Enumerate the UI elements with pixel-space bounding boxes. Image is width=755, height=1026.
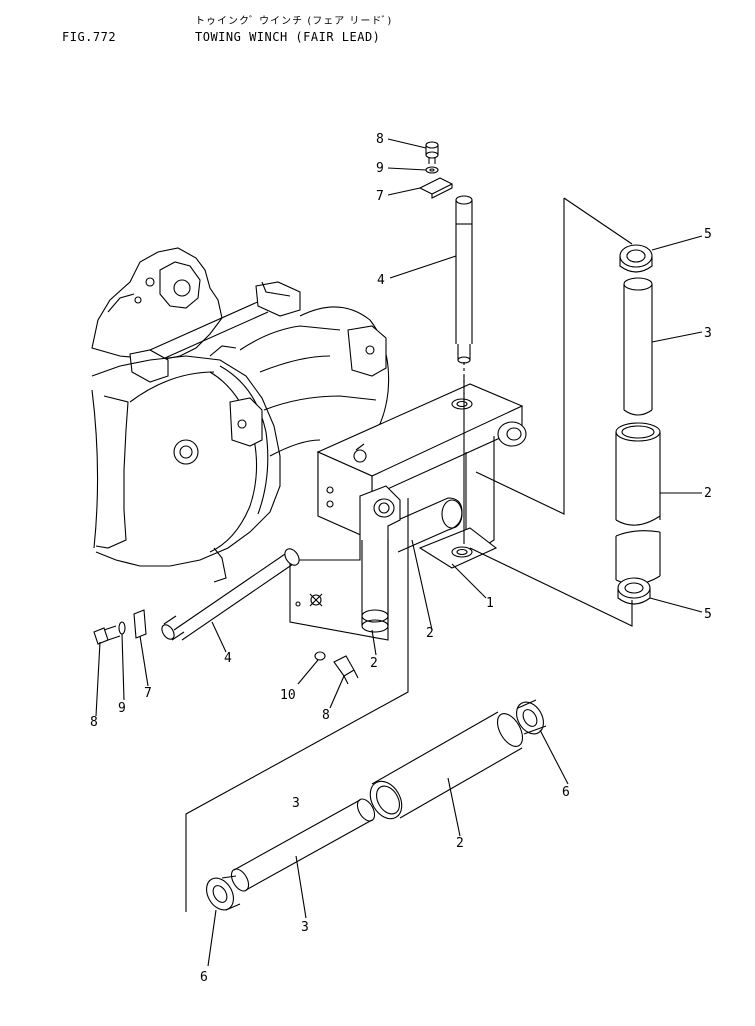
callout-3-bottom-left: 3	[292, 796, 300, 811]
callout-4-side: 4	[224, 651, 232, 666]
bolt-7-top	[425, 141, 439, 164]
bolt-9	[333, 655, 359, 685]
callout-3-right: 3	[704, 326, 712, 341]
callout-7-top: 8	[376, 132, 384, 147]
callout-2-bracket: 2	[370, 656, 378, 671]
callout-7-side: 8	[90, 715, 98, 730]
callout-4-top: 4	[377, 273, 385, 288]
lock-plate-6-side	[133, 609, 147, 639]
callout-8-top: 9	[376, 161, 384, 176]
tube-3-right	[623, 277, 653, 416]
bushing-2-bottom	[369, 711, 524, 820]
cap-10	[314, 651, 326, 661]
bushing-2-right	[615, 422, 661, 585]
callout-5-upper-right: 5	[704, 227, 712, 242]
callout-1: 1	[486, 596, 494, 611]
tube-3-bottom	[230, 798, 376, 892]
pin-4-vertical	[455, 195, 473, 404]
washer-8-top	[425, 166, 439, 174]
bearing-5-lower-bottom	[206, 875, 241, 911]
callout-6-top: 7	[376, 189, 384, 204]
callout-8-side-label: 9	[118, 701, 126, 716]
callout-10: 10	[280, 688, 296, 703]
callout-labels: 8 9 7 4 5 3 2 5 1 2 2 4 10 8 7 10 9 8 6 …	[90, 132, 712, 985]
bearing-5-upper-right	[619, 244, 653, 273]
callout-5-upper-bottom: 6	[562, 785, 570, 800]
callout-5-lower-bottom: 6	[200, 970, 208, 985]
callout-9: 8	[322, 708, 330, 723]
bearing-5-upper-bottom	[516, 699, 547, 735]
pin-4-horizontal	[161, 548, 300, 641]
winch-assembly	[91, 247, 390, 583]
leader-lines	[95, 138, 703, 967]
callout-2-bottom: 2	[456, 836, 464, 851]
assembly-guide-lines	[185, 197, 633, 912]
fair-lead-frame	[289, 383, 527, 641]
callout-2-right: 2	[704, 486, 712, 501]
lock-plate-6-top	[418, 177, 454, 199]
washer-8-side	[118, 621, 126, 635]
bearing-5-lower-right	[617, 577, 651, 605]
bolt-7-side	[93, 625, 121, 645]
callout-6-side: 7	[144, 686, 152, 701]
callout-2-frame: 2	[426, 626, 434, 641]
title-english: TOWING WINCH (FAIR LEAD)	[195, 30, 381, 44]
title-japanese: トゥインクﾞ ウインチ (フェア リードﾞ)	[195, 16, 393, 27]
callout-3-bottom: 3	[301, 920, 309, 935]
callout-5-lower-right: 5	[704, 607, 712, 622]
figure-number: FIG.772	[62, 30, 117, 44]
